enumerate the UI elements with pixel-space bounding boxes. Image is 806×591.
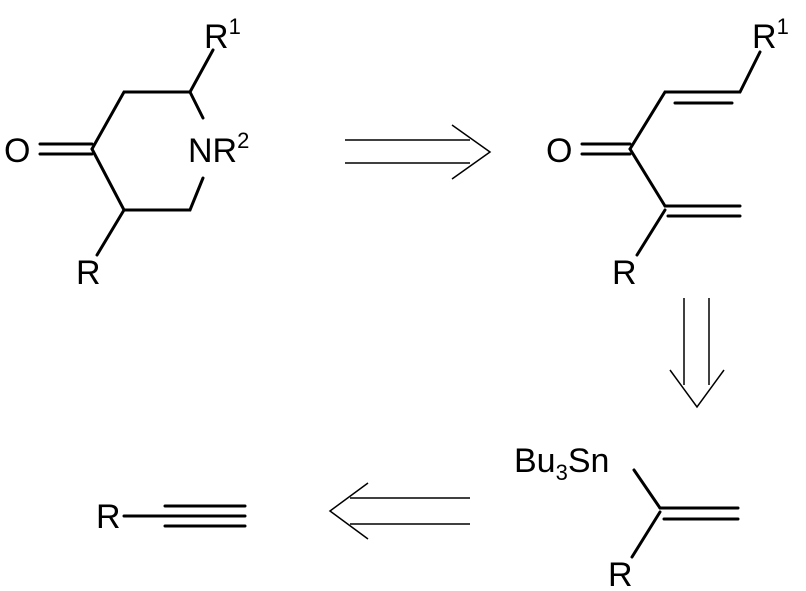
- alkyne-structure: R: [96, 498, 247, 536]
- r-label: R: [96, 498, 121, 536]
- retrosynthetic-arrow-down: [669, 298, 725, 409]
- oxygen-label: O: [4, 132, 30, 170]
- piperidinone-structure: O R1 NR2 R: [4, 14, 249, 292]
- r-label: R: [612, 254, 637, 292]
- oxygen-label: O: [546, 132, 572, 170]
- r-label: R: [608, 556, 633, 591]
- retrosynthetic-arrow-right: [345, 124, 492, 180]
- retrosynthetic-arrow-left: [328, 482, 470, 540]
- tributyltin-label: Bu3Sn: [514, 442, 609, 485]
- nitrogen-label: NR2: [188, 128, 249, 170]
- r-label: R: [76, 254, 101, 292]
- dienone-structure: O R1 R: [546, 14, 789, 292]
- vinylstannane-structure: Bu3Sn R: [514, 442, 740, 591]
- r1-label: R1: [204, 14, 241, 56]
- r1-label: R1: [752, 14, 789, 56]
